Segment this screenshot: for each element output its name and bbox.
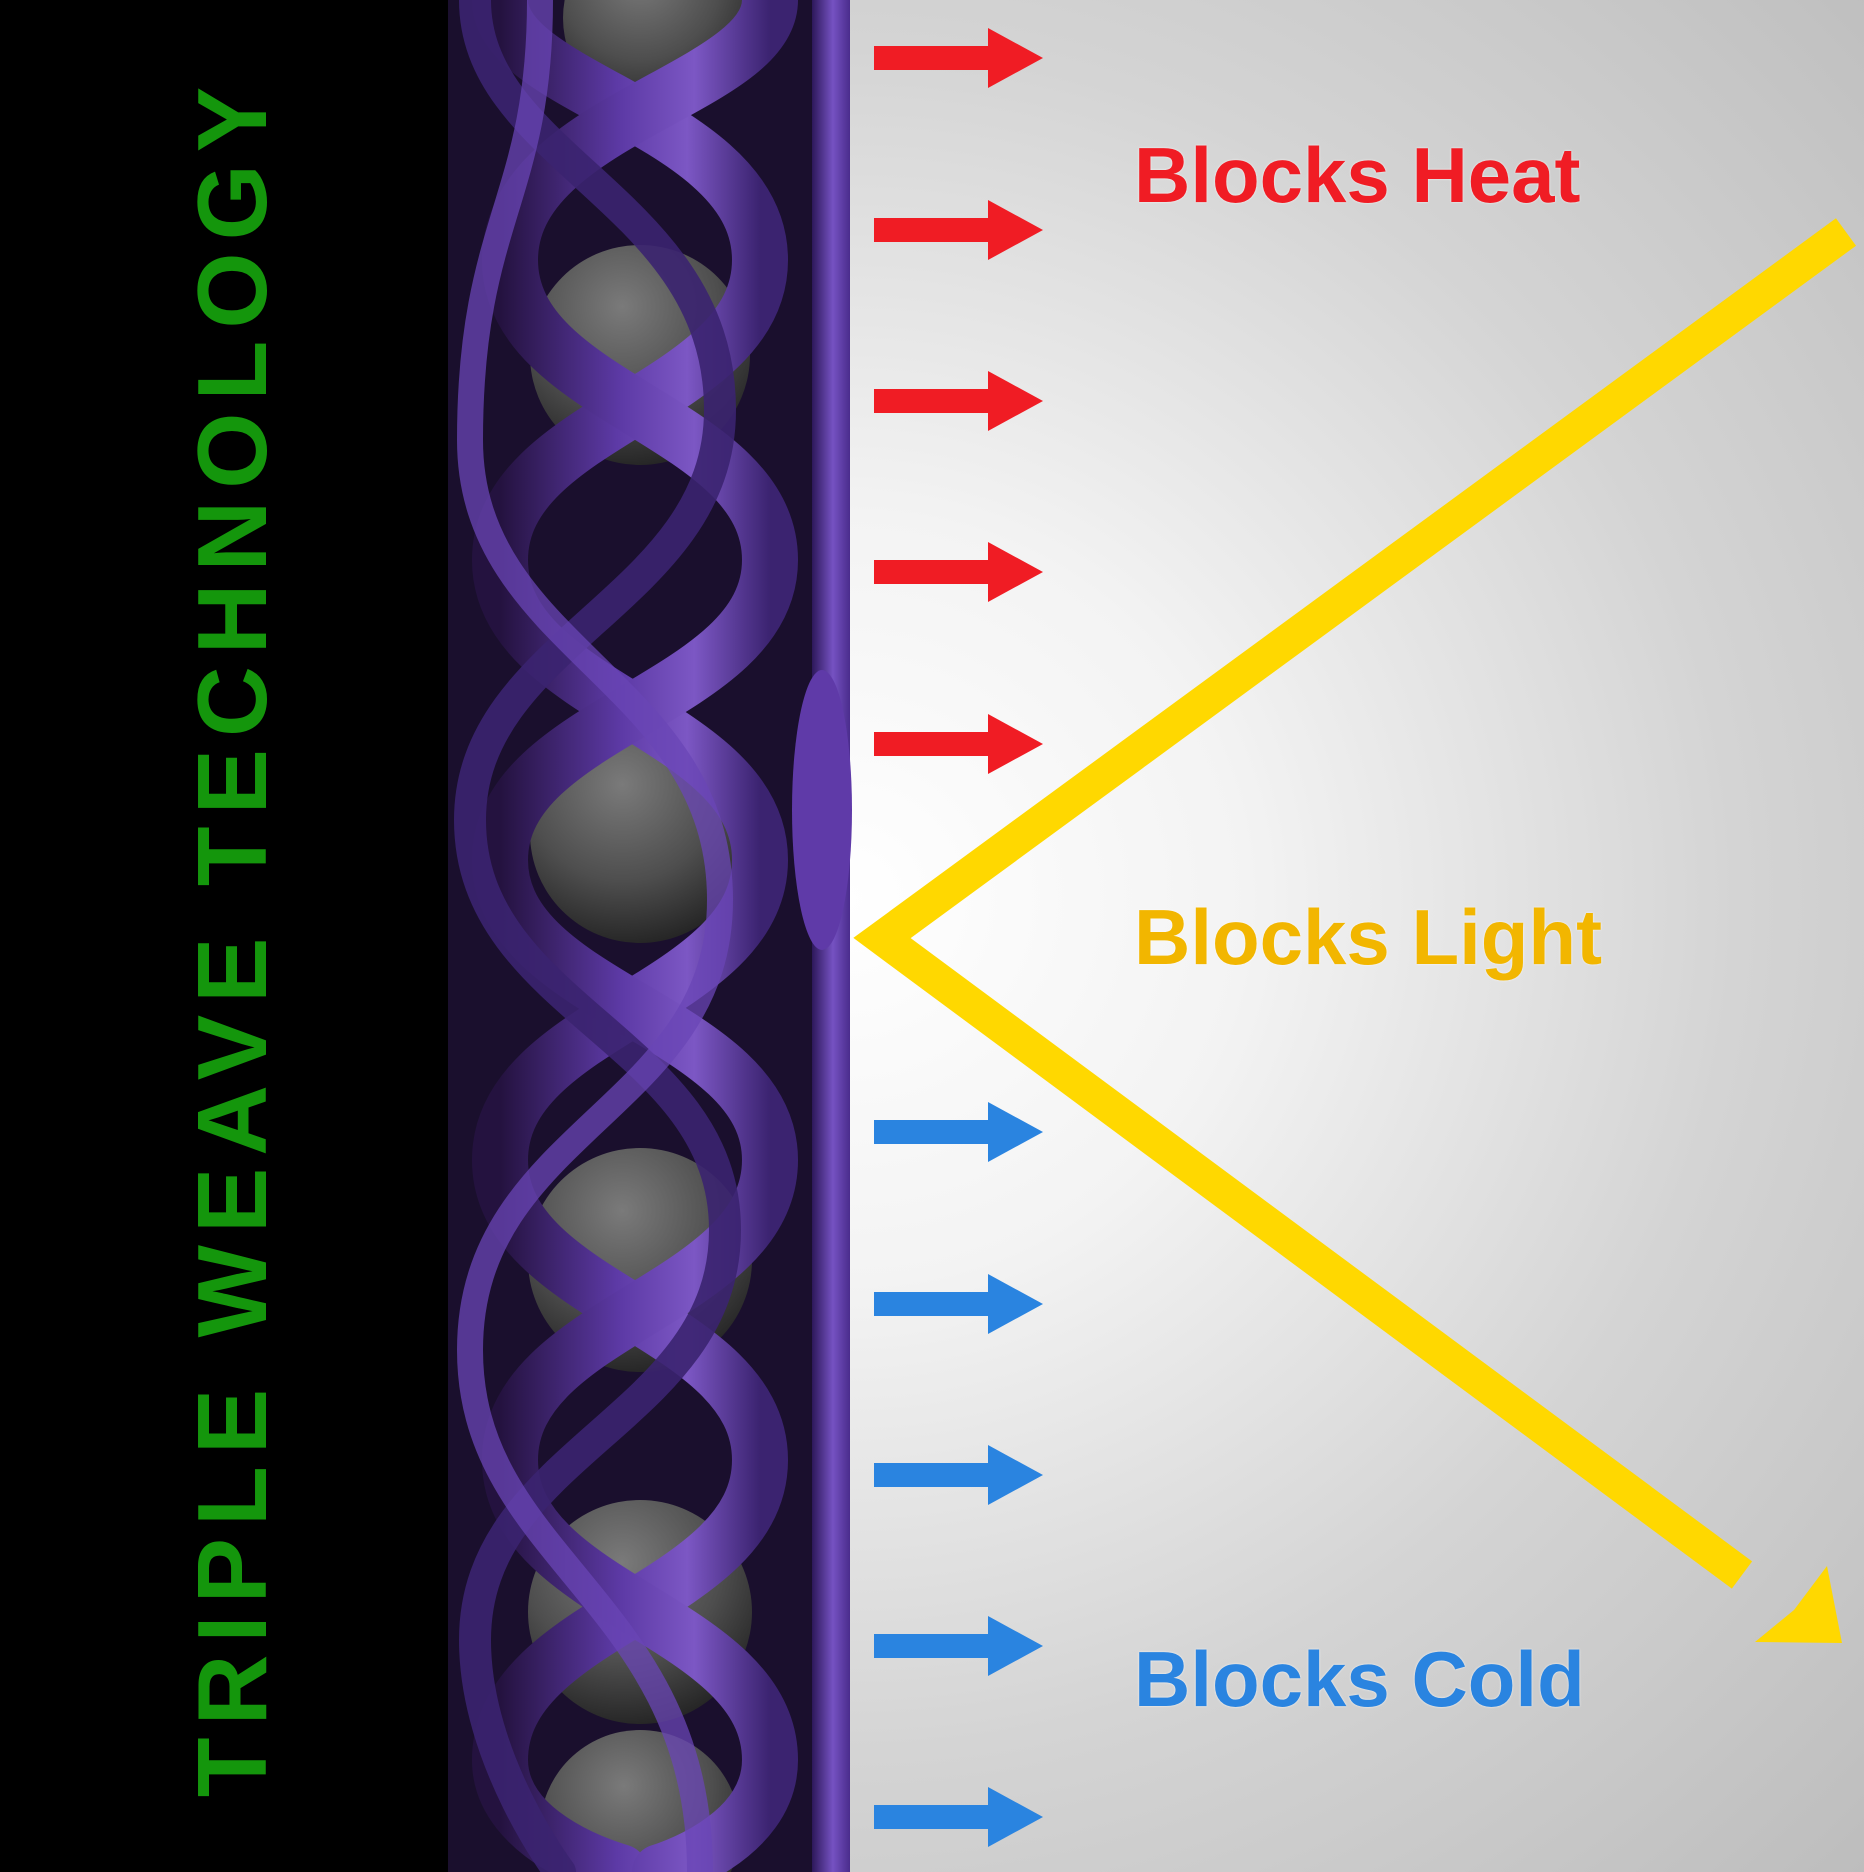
- right-arrow-icon: [988, 200, 1043, 260]
- arrow-shaft: [874, 389, 994, 413]
- arrow-shaft: [874, 732, 994, 756]
- right-arrow-icon: [988, 1616, 1043, 1676]
- light-ray: [853, 218, 1857, 1589]
- right-arrow-icon: [988, 714, 1043, 774]
- arrow-shaft: [874, 560, 994, 584]
- right-arrow-icon: [988, 1787, 1043, 1847]
- weave-strand: [456, 0, 734, 1872]
- triple-weave-fabric: [448, 0, 852, 1872]
- vertical-title: TRIPLE WEAVE TECHNOLOGY: [177, 74, 287, 1798]
- right-arrow-icon: [988, 542, 1043, 602]
- purple-fibers: [453, 0, 799, 1872]
- blocks-cold-label: Blocks Cold: [1134, 1635, 1585, 1723]
- arrow-shaft: [874, 1463, 994, 1487]
- light-arrow-head: [1755, 1566, 1842, 1643]
- cold-arrows: [874, 1102, 1043, 1847]
- arrow-shaft: [874, 1292, 994, 1316]
- right-arrow-icon: [988, 1102, 1043, 1162]
- fabric-bulge: [792, 670, 852, 950]
- right-arrow-icon: [988, 371, 1043, 431]
- light-reflection-arrow: [853, 218, 1857, 1643]
- heat-arrows: [874, 28, 1043, 774]
- right-arrow-icon: [988, 1274, 1043, 1334]
- blocks-heat-label: Blocks Heat: [1134, 131, 1581, 219]
- weave-strand: [453, 0, 742, 1872]
- arrow-shaft: [874, 46, 994, 70]
- arrow-shaft: [874, 1120, 994, 1144]
- arrow-shaft: [874, 1634, 994, 1658]
- blocks-light-label: Blocks Light: [1134, 893, 1603, 981]
- right-arrow-icon: [988, 1445, 1043, 1505]
- right-arrow-icon: [988, 28, 1043, 88]
- weave-strand: [471, 0, 799, 1872]
- arrow-shaft: [874, 1805, 994, 1829]
- arrow-shaft: [874, 218, 994, 242]
